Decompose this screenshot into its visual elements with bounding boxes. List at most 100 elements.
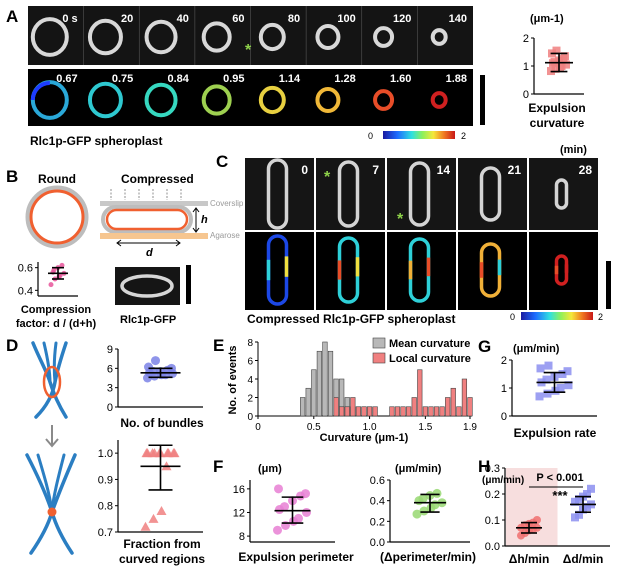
panel-b-coverslip (100, 201, 208, 206)
panel-b-d-arrow (116, 239, 181, 247)
e-bar-local (411, 397, 417, 417)
a-heat-ring (373, 89, 395, 111)
panel-d-letter: D (6, 336, 18, 355)
c-heat-frame (387, 232, 456, 310)
e-bar-mean (305, 387, 311, 417)
e-bar-local (461, 378, 468, 417)
e-bar-local (355, 406, 362, 417)
a-curvature-label: 0.67 (56, 73, 77, 85)
panel-b-agarose (100, 233, 208, 239)
e-bar-local (394, 406, 401, 417)
b-plot-xlabel-2: factor: d / (d+h) (16, 318, 97, 330)
panel-b-round-cell (25, 185, 89, 249)
data-point (51, 267, 57, 273)
panel-b-compressed-label: Compressed (121, 172, 194, 186)
c-gfp-cell (554, 178, 569, 210)
a-gfp-ring (201, 21, 232, 53)
a-gfp-ring (430, 28, 448, 46)
panel-a-caption: Rlc1p-GFP spheroplast (30, 134, 162, 148)
h-y-tick-label: 0.1 (485, 515, 500, 527)
panel-b-gfp-ring (120, 274, 174, 298)
panel-f-rate-plot: (μm/min)0.60.40.20.0(Δperimeter/min) (370, 463, 476, 564)
g-unit: (μm/min) (513, 343, 560, 355)
panel-a-star: * (245, 42, 252, 59)
a-frame-label: 0 s (62, 13, 77, 25)
e-legend-label: Local curvature (389, 353, 471, 365)
panel-d-arrow (45, 425, 59, 448)
c-gfp-cell (337, 160, 360, 228)
e-bar-local (422, 406, 428, 417)
e-legend-swatch (372, 337, 386, 349)
e-bar-local (439, 406, 445, 417)
e-bar-local (450, 387, 456, 417)
data-point (418, 494, 428, 504)
panel-c-colorbar (521, 312, 593, 320)
e-y-tick-label: 4 (247, 375, 253, 386)
c-frame-label: 7 (372, 163, 379, 177)
y-tick-label: 8 (239, 531, 245, 543)
d-fraction-xlabel-2: curved regions (119, 552, 205, 566)
data-point (551, 64, 560, 73)
c-frame-label: 0 (301, 163, 308, 177)
c-heat-frame (245, 232, 314, 310)
panel-d-diagram-bottom (25, 453, 77, 555)
c-heat-frame (529, 232, 598, 310)
a-curvature-label: 0.84 (167, 73, 189, 85)
a-gfp-ring (144, 19, 178, 55)
c-gfp-cell (408, 161, 431, 227)
h-pvalue: P < 0.001 (536, 472, 583, 484)
a-frame-label: 60 (232, 13, 244, 25)
data-point (544, 361, 553, 370)
data-point (141, 448, 152, 458)
panel-b-agarose-label: Agarose (210, 231, 240, 240)
a-gfp-ring (30, 17, 69, 57)
c-star: * (324, 169, 331, 186)
e-x-tick-label: 0.5 (307, 422, 321, 433)
h-unit: (μm/min) (482, 475, 524, 486)
g-xlabel: Expulsion rate (514, 426, 597, 440)
e-bar-local (333, 397, 339, 417)
e-bar-local (361, 406, 367, 417)
e-bar-local (372, 406, 378, 417)
panel-b-scale-bar (186, 265, 191, 304)
y-tick-label: 2 (523, 33, 529, 45)
data-point (280, 502, 289, 512)
data-point (563, 367, 572, 376)
h-point-dd (583, 490, 591, 498)
a-curvature-label: 0.75 (112, 73, 133, 85)
y-tick-label: 6 (107, 363, 113, 375)
y-tick-label: 2 (501, 355, 507, 367)
a-plot-xlabel-1: Expulsion (528, 101, 585, 115)
y-tick-label: 3 (107, 383, 113, 395)
panel-c-caption: Compressed Rlc1p-GFP spheroplast (247, 312, 456, 326)
f-rate-xlabel: (Δperimeter/min) (380, 550, 476, 564)
e-y-tick-label: 0 (247, 412, 253, 423)
panel-c-scale-bar (606, 261, 611, 309)
h-group-label: Δd/min (563, 552, 604, 566)
e-bar-local (417, 369, 423, 417)
a-curvature-label: 1.60 (390, 73, 411, 85)
h-group-label: Δh/min (509, 552, 550, 566)
a-curvature-label: 1.28 (334, 73, 355, 85)
e-y-tick-label: 2 (247, 394, 253, 405)
data-point (550, 57, 559, 66)
panel-b-coverslip-label: Coverslip (210, 199, 244, 208)
data-point (536, 364, 545, 373)
panel-a-letter: A (6, 7, 18, 26)
c-gfp-frame (245, 158, 314, 230)
c-gfp-cell (479, 166, 502, 222)
panel-b-letter: B (6, 167, 18, 186)
e-legend-swatch (372, 352, 386, 364)
data-point (552, 46, 561, 55)
data-point (140, 521, 151, 531)
panel-b-round-ring (29, 189, 85, 245)
y-tick-label: 1 (523, 61, 529, 73)
e-x-tick-label: 0 (255, 422, 261, 433)
data-point (564, 381, 573, 390)
data-point (148, 513, 159, 523)
c-frame-label: 14 (437, 163, 451, 177)
